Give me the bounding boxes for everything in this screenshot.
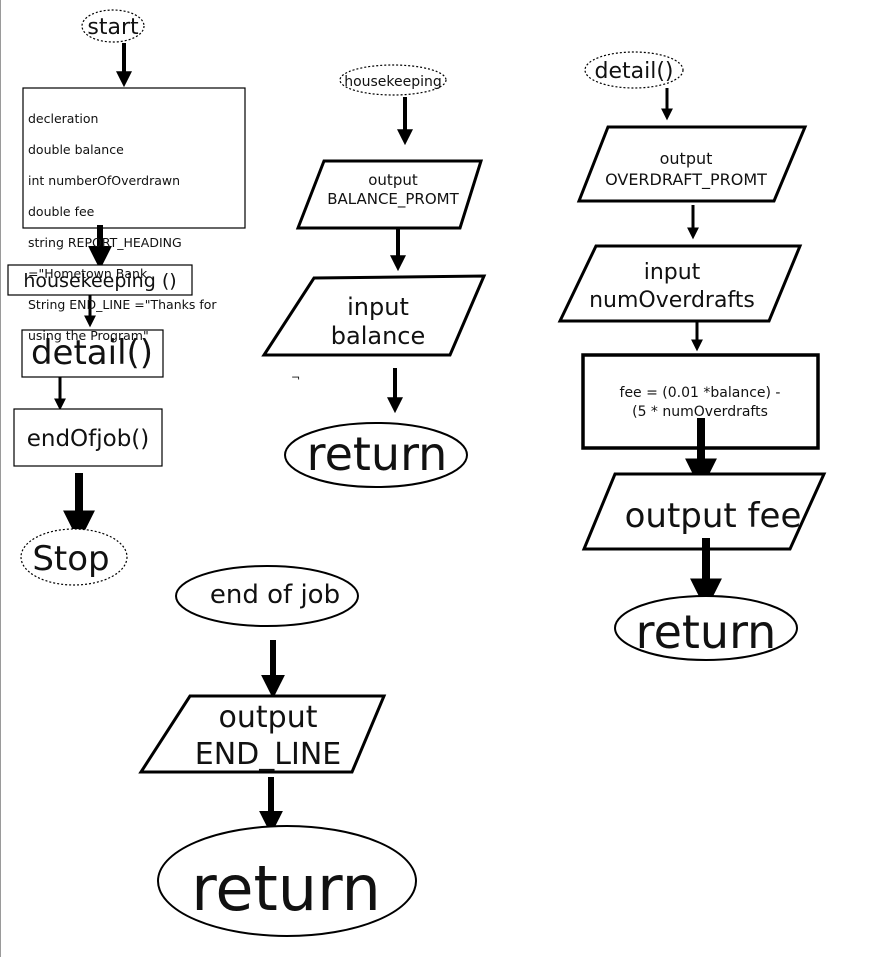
detail-return-terminal	[614, 595, 798, 661]
detail-flow: detail() output OVERDRAFT_PROMT input nu…	[557, 51, 827, 661]
end-of-job-title: end of job	[210, 580, 340, 610]
detail-return-label: return	[636, 605, 777, 659]
endofjob-call-box	[13, 408, 163, 467]
detail-input-line2: numOverdrafts	[589, 288, 755, 313]
main-flow: start housekeeping () detail() endOfjob(…	[7, 9, 246, 586]
hk-input-parallelogram	[261, 274, 487, 357]
end-of-job-flow: end of job output END_LINE return	[138, 565, 417, 937]
eoj-return-terminal	[157, 825, 417, 937]
fee-calc-line1: fee = (0.01 *balance) -	[620, 385, 781, 401]
housekeeping-flow: housekeeping output BALANCE_PROMT input …	[261, 64, 487, 488]
declaration-text: decleration double balance int numberOfO…	[24, 89, 244, 343]
eoj-return-label: return	[191, 852, 381, 925]
detail-input-parallelogram	[557, 244, 803, 323]
declaration-line: using the Program"	[28, 327, 149, 343]
start-label: start	[87, 15, 139, 40]
detail-output-parallelogram	[576, 125, 808, 203]
eoj-output-parallelogram	[138, 694, 387, 774]
declaration-line: ="Hometown Bank	[28, 265, 148, 281]
hk-input-line1: input	[347, 293, 409, 321]
declaration-line: double fee	[28, 203, 95, 219]
detail-call-box	[21, 329, 164, 378]
stop-label: Stop	[32, 539, 109, 579]
eoj-output-line1: output	[219, 700, 318, 735]
declaration-box	[22, 87, 246, 229]
output-fee-label: output fee	[625, 496, 802, 536]
detail-input-line1: input	[644, 260, 701, 285]
detail-terminal	[584, 51, 684, 89]
detail-output-line1: output	[660, 149, 713, 168]
declaration-line: String END_LINE ="Thanks for	[28, 296, 217, 312]
start-terminal	[81, 9, 145, 43]
declaration-line: int numberOfOverdrawn	[28, 172, 181, 188]
housekeeping-call-box	[7, 264, 193, 296]
housekeeping-title: housekeeping	[344, 74, 442, 90]
hk-return-label: return	[307, 427, 448, 481]
eoj-output-line2: END_LINE	[195, 737, 341, 772]
hk-output-line1: output	[368, 171, 418, 189]
fee-calc-line2: (5 * numOverdrafts	[632, 404, 768, 420]
stop-terminal	[20, 528, 128, 586]
housekeeping-call-label: housekeeping ()	[23, 270, 176, 292]
declaration-line: decleration	[28, 110, 99, 126]
hk-stray-mark: ¬	[291, 371, 300, 384]
output-fee-parallelogram	[581, 472, 827, 551]
hk-input-line2: balance	[331, 322, 426, 350]
declaration-line: double balance	[28, 141, 124, 157]
end-of-job-terminal	[175, 565, 359, 627]
endofjob-call-label: endOfjob()	[27, 426, 150, 452]
detail-title: detail()	[595, 59, 674, 84]
hk-return-terminal	[284, 422, 468, 488]
declaration-line: string REPORT_HEADING	[28, 234, 182, 250]
hk-output-line2: BALANCE_PROMT	[327, 190, 459, 209]
detail-call-label: detail()	[31, 333, 153, 373]
detail-output-line2: OVERDRAFT_PROMT	[605, 170, 767, 190]
housekeeping-terminal	[339, 64, 447, 96]
hk-output-parallelogram	[295, 159, 484, 230]
